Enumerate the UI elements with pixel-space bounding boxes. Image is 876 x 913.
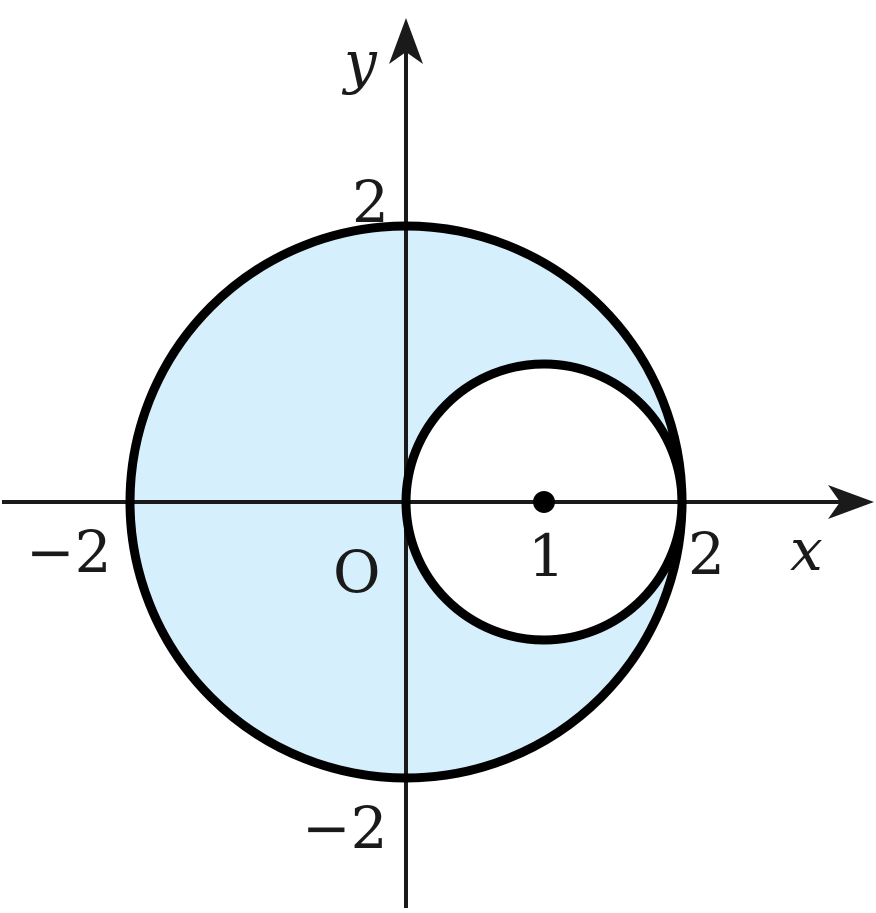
x-axis-label: x <box>790 516 823 584</box>
y-axis-arrowhead <box>389 18 423 64</box>
y-axis-label: y <box>341 28 378 96</box>
tick-label-x-neg2: −2 <box>26 518 112 586</box>
tick-label-y-2: 2 <box>352 168 389 236</box>
center-point-1-0 <box>533 491 555 513</box>
tick-label-x-1: 1 <box>528 522 565 590</box>
tick-label-y-neg2: −2 <box>302 794 388 862</box>
inner-circle <box>401 359 687 645</box>
tick-label-x-2: 2 <box>688 520 725 588</box>
origin-label: O <box>333 538 381 606</box>
x-axis-arrowhead <box>828 485 874 519</box>
